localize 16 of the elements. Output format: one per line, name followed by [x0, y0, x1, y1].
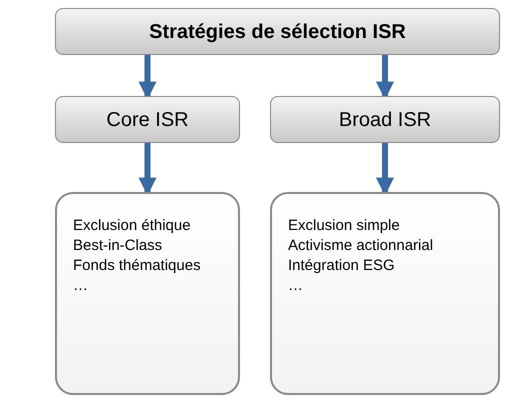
list-box [270, 192, 500, 395]
category-box [55, 96, 240, 143]
list-item: … [73, 276, 88, 296]
list-box [55, 192, 240, 395]
list-item: Best-in-Class [73, 236, 162, 256]
list-item: Activisme actionnarial [288, 236, 434, 256]
title-text: Stratégies de sélection ISR [149, 20, 406, 44]
title-box [55, 8, 500, 55]
category-box [270, 96, 500, 143]
list-item: … [288, 276, 303, 296]
list-item: Exclusion éthique [73, 216, 191, 236]
category-label: Core ISR [106, 108, 189, 132]
list-item: Exclusion simple [288, 216, 400, 236]
list-item: Fonds thématiques [73, 256, 201, 276]
list-item: Intégration ESG [288, 256, 395, 276]
category-label: Broad ISR [338, 108, 432, 132]
